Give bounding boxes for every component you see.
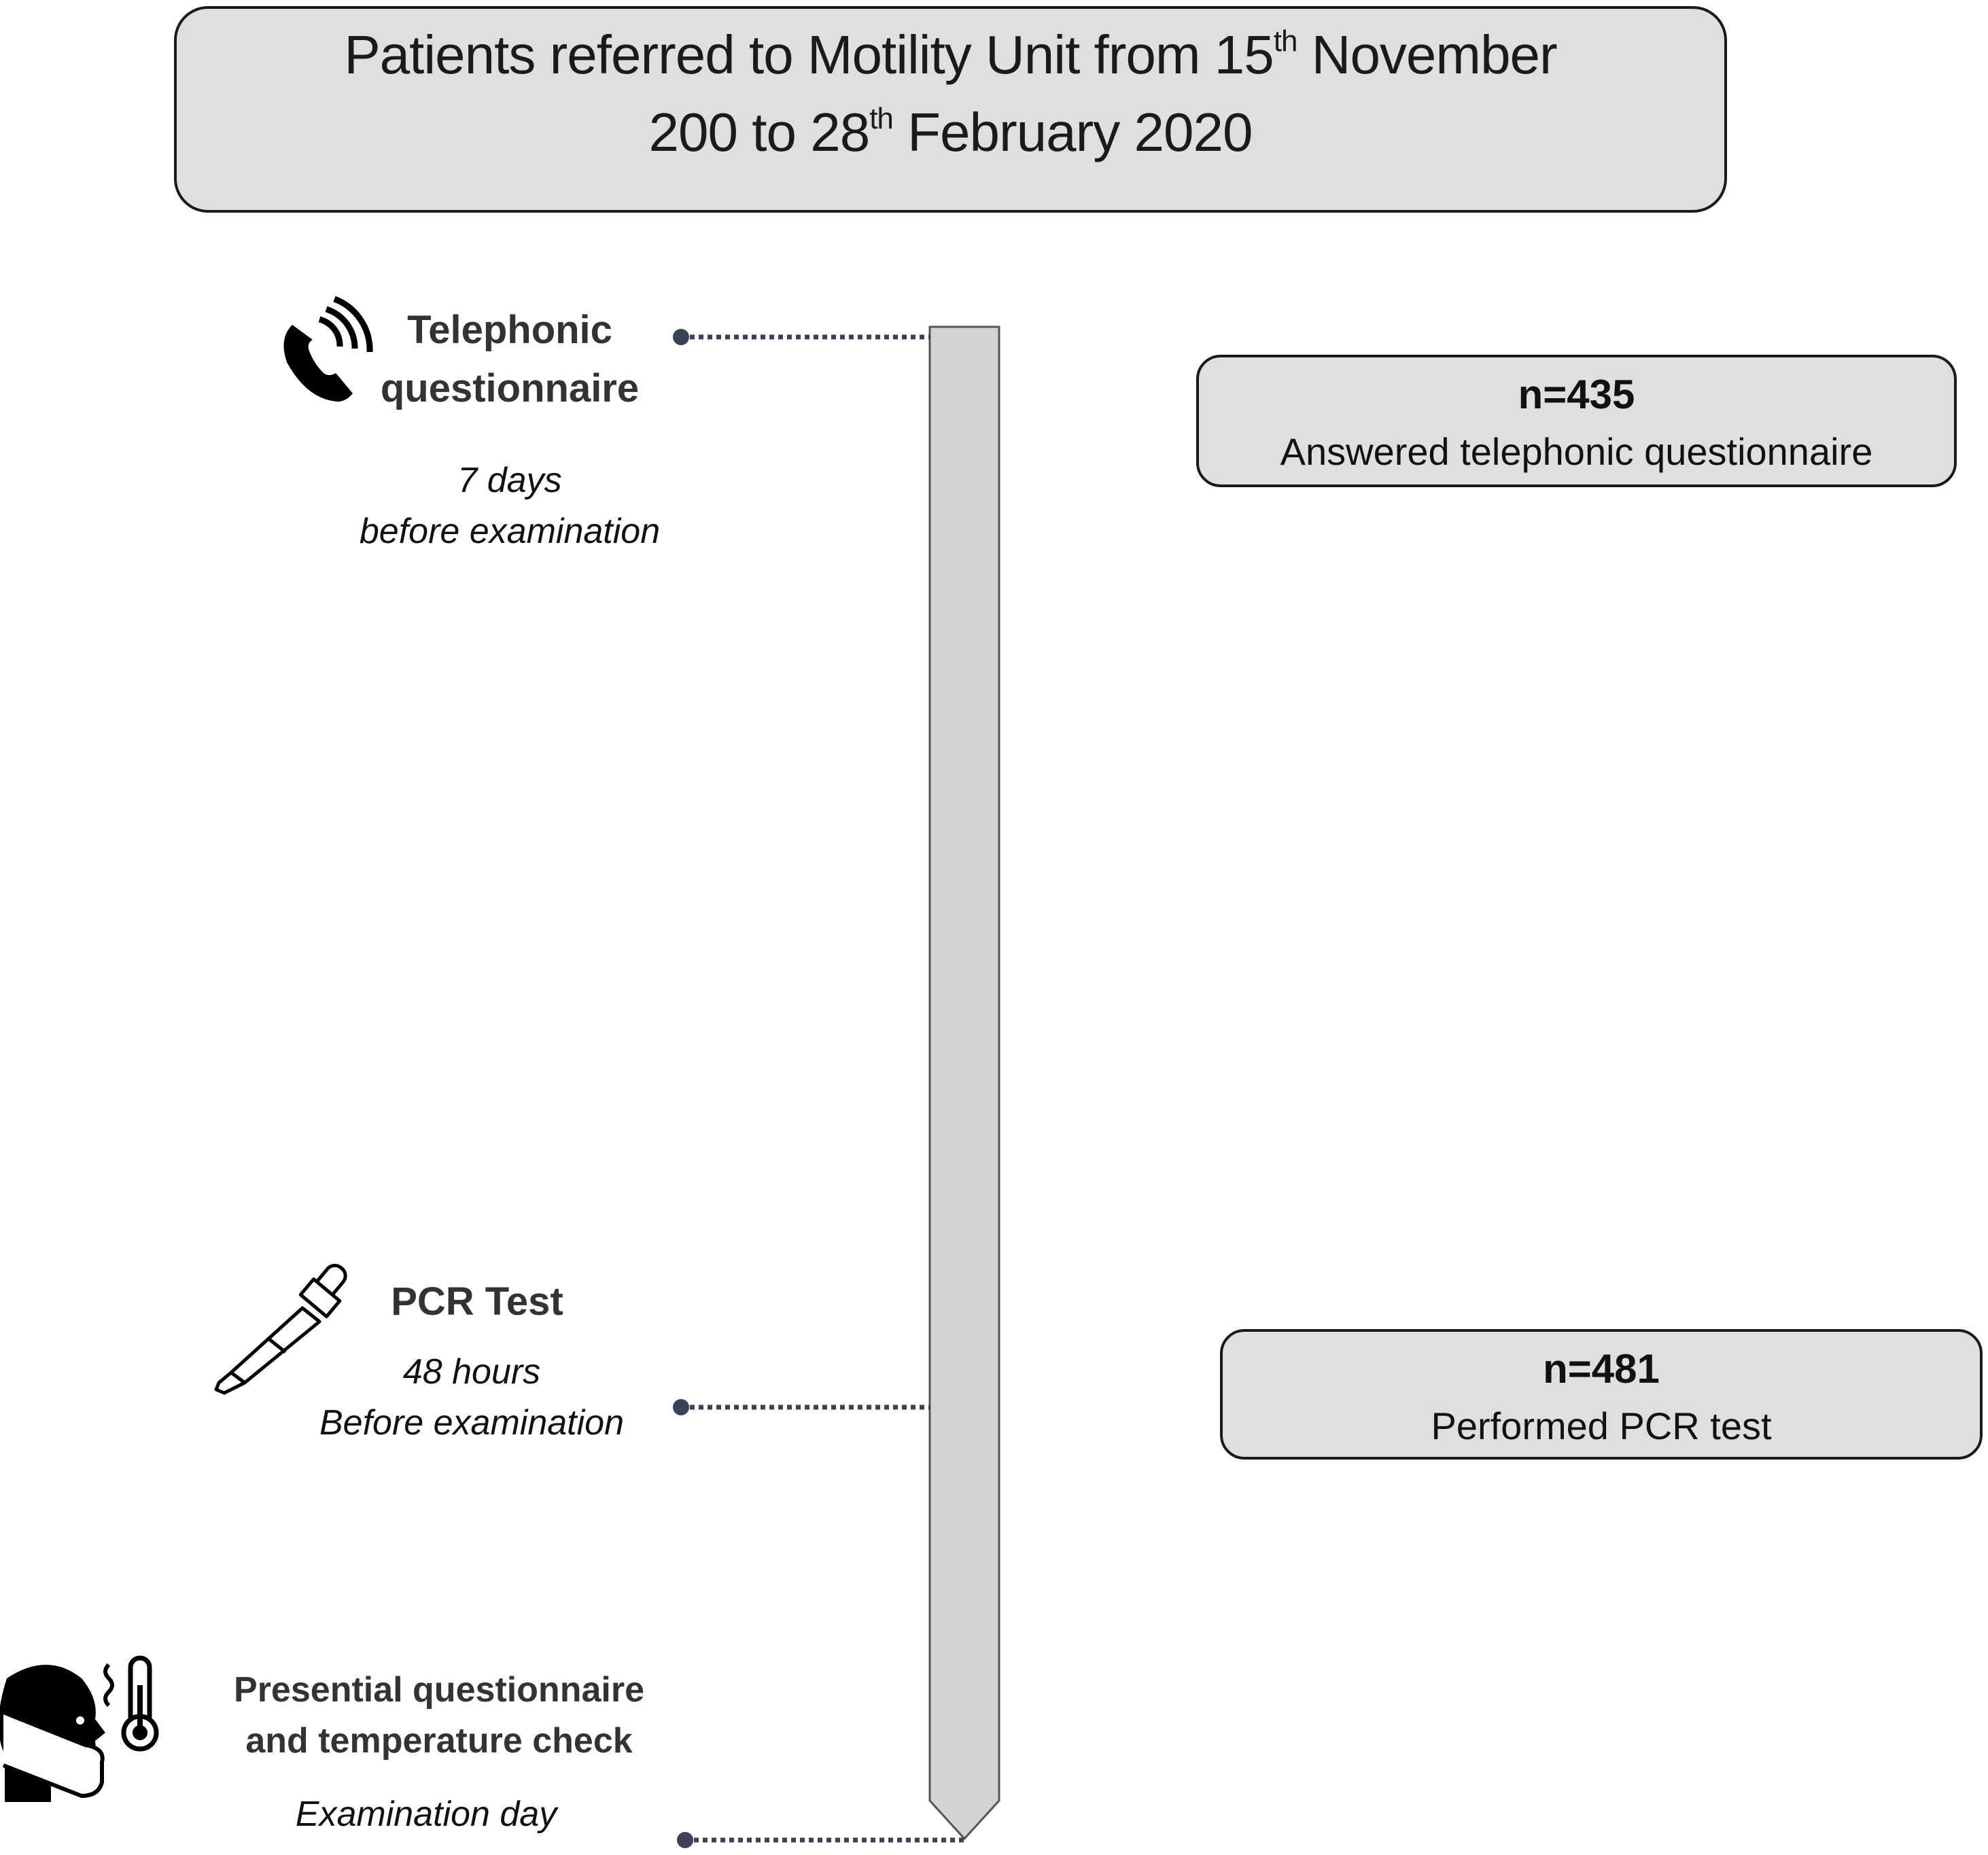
step-telephonic-label-2: questionnaire [380, 366, 640, 410]
title-line-1: Patients referred to Motility Unit from … [344, 24, 1557, 85]
result-count: n=435 [1518, 372, 1635, 417]
connector-dot [673, 1399, 689, 1415]
step-pcr-timing-1: 48 hours [402, 1352, 541, 1392]
masked-person-thermometer-icon [0, 1655, 159, 1802]
connector-dot [673, 329, 689, 345]
step-presential-label-2: and temperature check [245, 1721, 633, 1761]
telephone-icon [283, 296, 373, 402]
result-box-telephonic: n=435 Answered telephonic questionnaire [1196, 355, 1957, 487]
title-box: Patients referred to Motility Unit from … [174, 6, 1727, 213]
title-line-2: 200 to 28th February 2020 [648, 102, 1253, 162]
result-description: Answered telephonic questionnaire [1280, 430, 1873, 473]
step-telephonic-timing-2: before examination [359, 512, 661, 551]
pipette-icon [214, 1263, 347, 1395]
step-telephonic-timing-1: 7 days [457, 461, 562, 500]
result-description: Performed PCR test [1431, 1404, 1772, 1447]
result-box-pcr: n=481 Performed PCR test [1220, 1329, 1983, 1460]
step-presential-label-1: Presential questionnaire [234, 1670, 644, 1710]
connector-dot [677, 1832, 693, 1848]
step-presential-timing: Examination day [295, 1795, 557, 1834]
result-count: n=481 [1543, 1346, 1660, 1392]
step-pcr-label: PCR Test [391, 1279, 563, 1324]
timeline-arrow [928, 325, 1000, 1841]
step-telephonic-label-1: Telephonic [407, 308, 612, 352]
step-pcr-timing-2: Before examination [319, 1403, 625, 1443]
